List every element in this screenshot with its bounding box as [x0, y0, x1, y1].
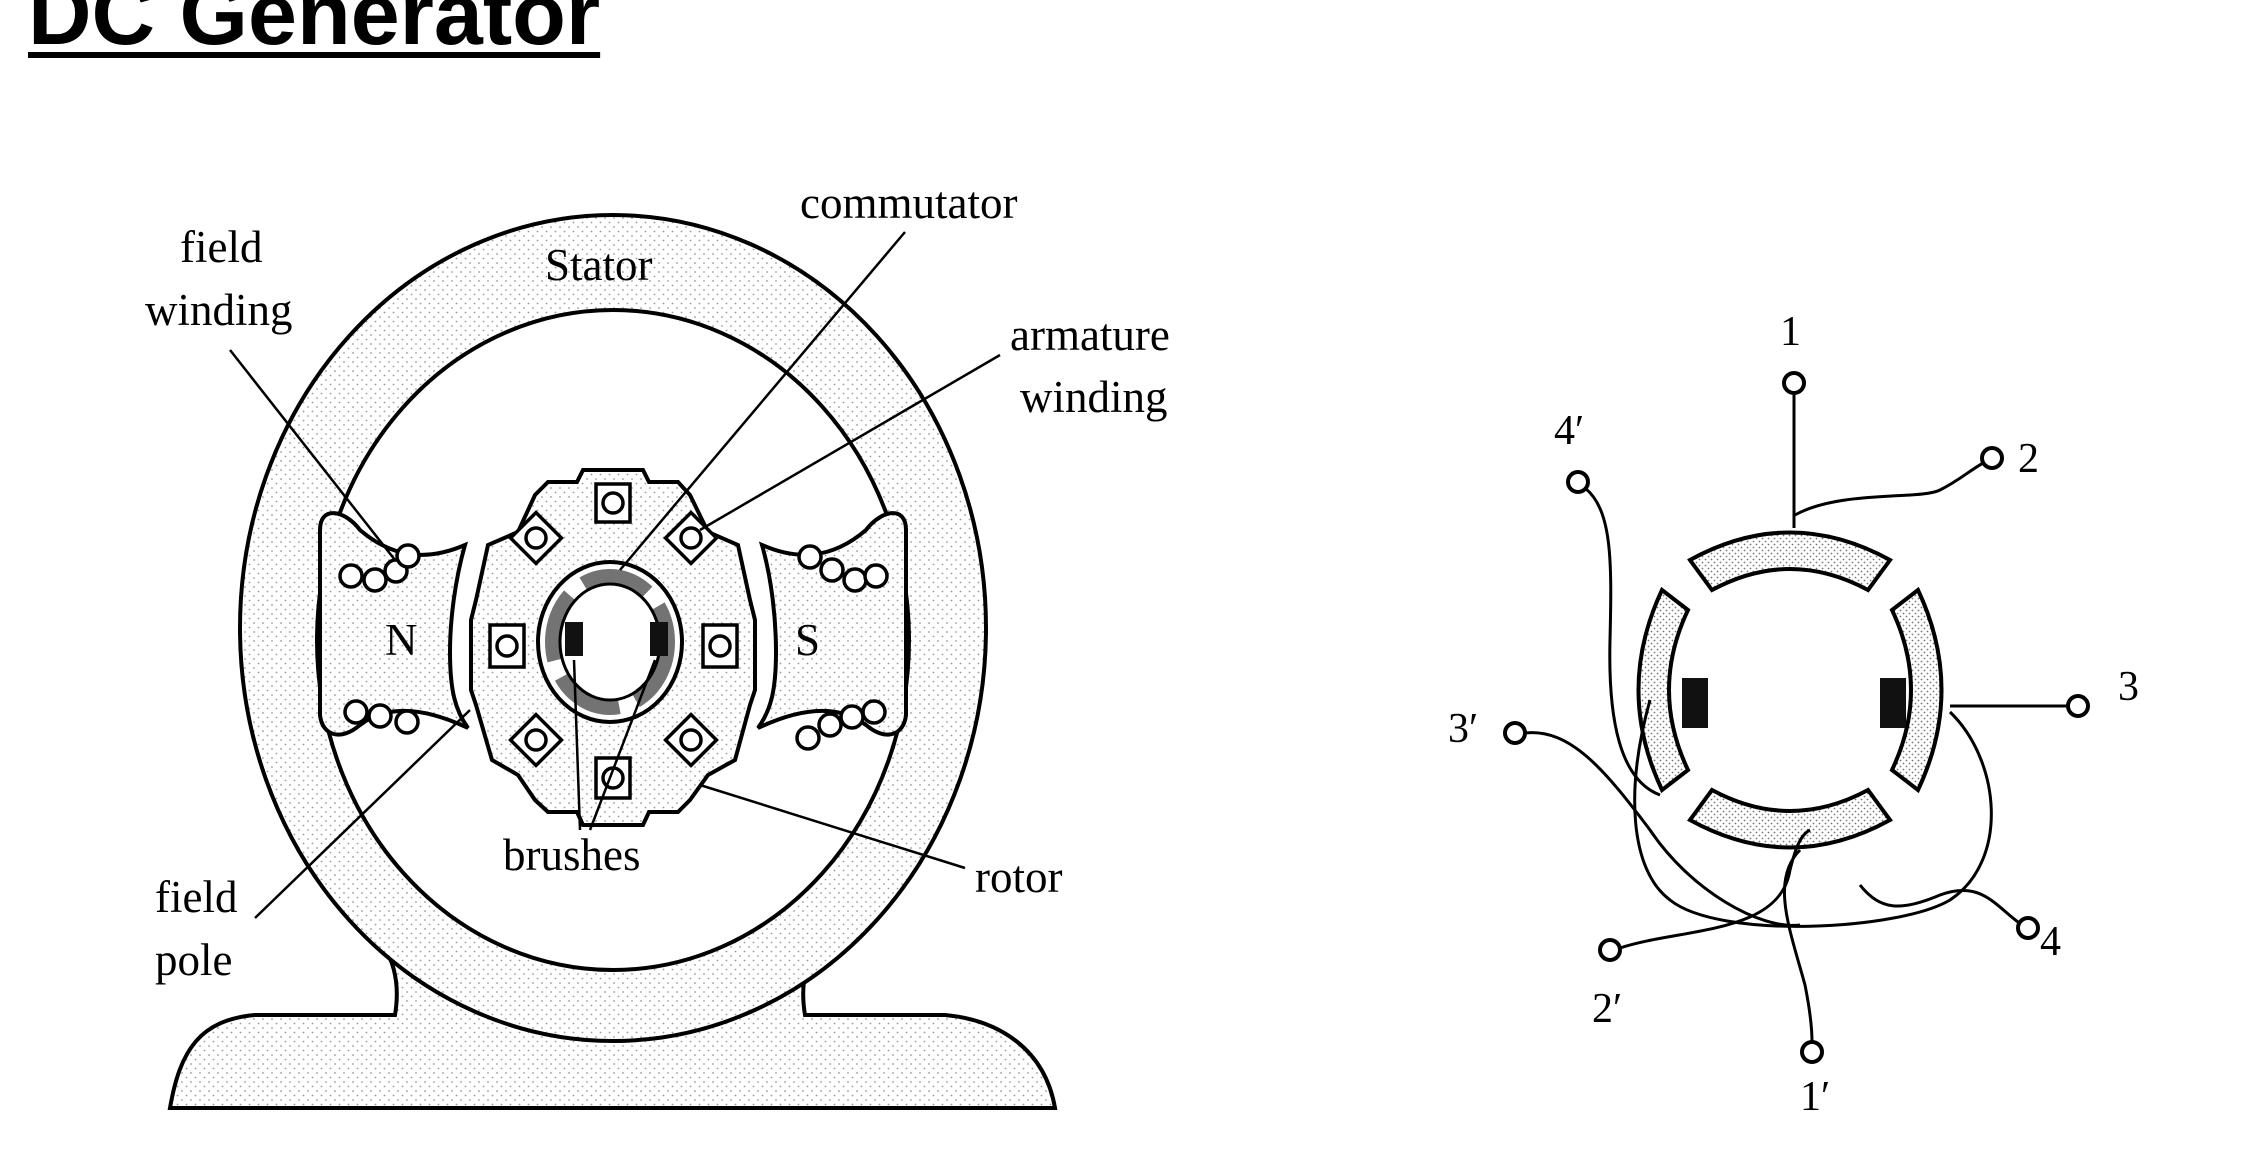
wire-1p [1782, 848, 1814, 1043]
leader-brushes-right [588, 659, 657, 831]
brush-left [565, 622, 583, 656]
label-field-pole-2: pole [155, 935, 232, 985]
label-armature-winding-2: winding [1020, 372, 1168, 422]
leader-rotor [699, 783, 966, 870]
terminal-label-4p: 4′ [1554, 408, 1584, 454]
slide-title: DC Generator [28, 0, 601, 63]
commutator-winding-diagram: 1 2 3 4 1′ 2′ 3′ 4′ [1448, 309, 2139, 1120]
field-coils-north [338, 543, 421, 735]
leader-field-winding [229, 349, 396, 561]
wire-3p [1524, 731, 1801, 927]
brush-right [650, 622, 668, 656]
winding-brush-left [1682, 678, 1708, 728]
wire-4-terminal [1858, 884, 2019, 924]
label-pole-north: N [385, 615, 418, 665]
terminal-label-3p: 3′ [1448, 706, 1478, 752]
winding-terminals [1503, 371, 2090, 1064]
label-stator: Stator [545, 240, 653, 290]
wire-4 [1633, 699, 1993, 928]
label-rotor: rotor [975, 852, 1062, 902]
field-coils-south [795, 544, 889, 751]
label-field-winding-1: field [180, 222, 262, 272]
wire-2 [1794, 460, 1986, 517]
terminal-label-1: 1 [1780, 309, 1801, 355]
commutator-segment-set [1636, 530, 1944, 850]
leader-armature-winding [699, 353, 1001, 532]
terminal-label-2p: 2′ [1592, 986, 1622, 1032]
leader-field-pole [254, 709, 471, 919]
leader-brushes-left [572, 659, 582, 831]
terminal-label-1p: 1′ [1800, 1074, 1830, 1120]
wire-2p [1619, 828, 1811, 950]
terminal-label-4: 4 [2040, 919, 2061, 965]
label-field-winding-2: winding [145, 285, 293, 335]
label-field-pole-1: field [155, 872, 237, 922]
label-brushes: brushes [503, 830, 640, 880]
leader-commutator [619, 231, 906, 571]
wire-4p [1584, 486, 1661, 797]
label-commutator: commutator [800, 178, 1017, 228]
terminal-label-3: 3 [2118, 664, 2139, 710]
label-armature-winding-1: armature [1010, 310, 1170, 360]
dc-machine-diagram: field winding Stator commutator armature… [145, 178, 1170, 1110]
armature-conductors [488, 482, 739, 800]
terminal-label-2: 2 [2018, 436, 2039, 482]
label-pole-south: S [795, 615, 820, 665]
winding-brush-right [1880, 678, 1906, 728]
